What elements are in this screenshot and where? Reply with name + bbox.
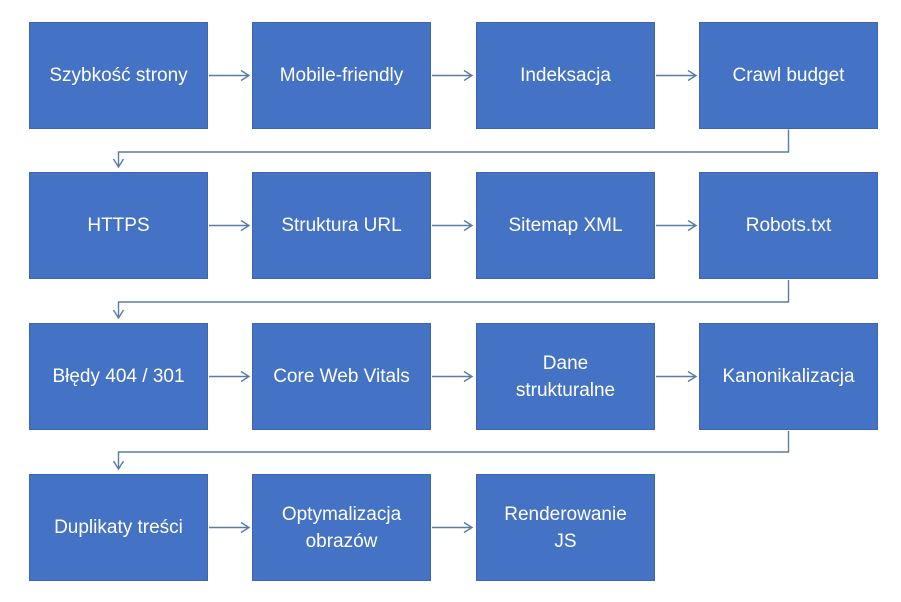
- node-label: Mobile-friendly: [279, 65, 404, 86]
- arrow-optymalizacja-to-renderowanie: [432, 521, 474, 534]
- arrow-struktura-to-sitemap: [432, 219, 474, 232]
- arrow-bledy-to-corewebvitals: [209, 370, 251, 383]
- node-core-web-vitals: Core Web Vitals: [252, 323, 431, 430]
- node-renderowanie-js: Renderowanie JS: [476, 474, 655, 581]
- node-label: Dane strukturalne: [515, 352, 616, 401]
- arrow-dane-to-kanonikalizacja: [656, 370, 698, 383]
- node-label: Crawl budget: [732, 65, 845, 86]
- node-dane-strukturalne: Dane strukturalne: [476, 323, 655, 430]
- node-indeksacja: Indeksacja: [476, 22, 655, 129]
- node-mobile-friendly: Mobile-friendly: [252, 22, 431, 129]
- node-label: Robots.txt: [745, 215, 832, 236]
- node-label: Core Web Vitals: [273, 366, 410, 387]
- node-crawl-budget: Crawl budget: [699, 22, 878, 129]
- node-label: Indeksacja: [520, 65, 611, 86]
- node-label: Szybkość strony: [49, 65, 188, 86]
- node-label: Renderowanie JS: [504, 503, 627, 552]
- node-sitemap-xml: Sitemap XML: [476, 172, 655, 279]
- node-label: Sitemap XML: [508, 215, 623, 236]
- node-szybkosc-strony: Szybkość strony: [29, 22, 208, 129]
- node-https: HTTPS: [29, 172, 208, 279]
- arrow-corewebvitals-to-dane: [432, 370, 474, 383]
- node-label: Optymalizacja obrazów: [281, 503, 402, 552]
- node-duplikaty-tresci: Duplikaty treści: [29, 474, 208, 581]
- connector-crawl-to-https: [112, 129, 790, 169]
- node-optymalizacja-obrazow: Optymalizacja obrazów: [252, 474, 431, 581]
- node-label: Kanonikalizacja: [722, 366, 855, 387]
- node-robots-txt: Robots.txt: [699, 172, 878, 279]
- arrow-mobile-to-indeksacja: [432, 69, 474, 82]
- arrow-indeksacja-to-crawl: [656, 69, 698, 82]
- connector-robots-to-bledy: [112, 280, 790, 320]
- arrow-szybkosc-to-mobile: [209, 69, 251, 82]
- node-bledy-404-301: Błędy 404 / 301: [29, 323, 208, 430]
- node-label: HTTPS: [87, 215, 150, 236]
- arrow-duplikaty-to-optymalizacja: [209, 521, 251, 534]
- node-struktura-url: Struktura URL: [252, 172, 431, 279]
- arrow-sitemap-to-robots: [656, 219, 698, 232]
- node-label: Duplikaty treści: [54, 517, 183, 538]
- node-label: Struktura URL: [281, 215, 402, 236]
- arrow-https-to-struktura: [209, 219, 251, 232]
- node-kanonikalizacja: Kanonikalizacja: [699, 323, 878, 430]
- connector-kanonikalizacja-to-duplikaty: [112, 431, 790, 471]
- node-label: Błędy 404 / 301: [52, 366, 185, 387]
